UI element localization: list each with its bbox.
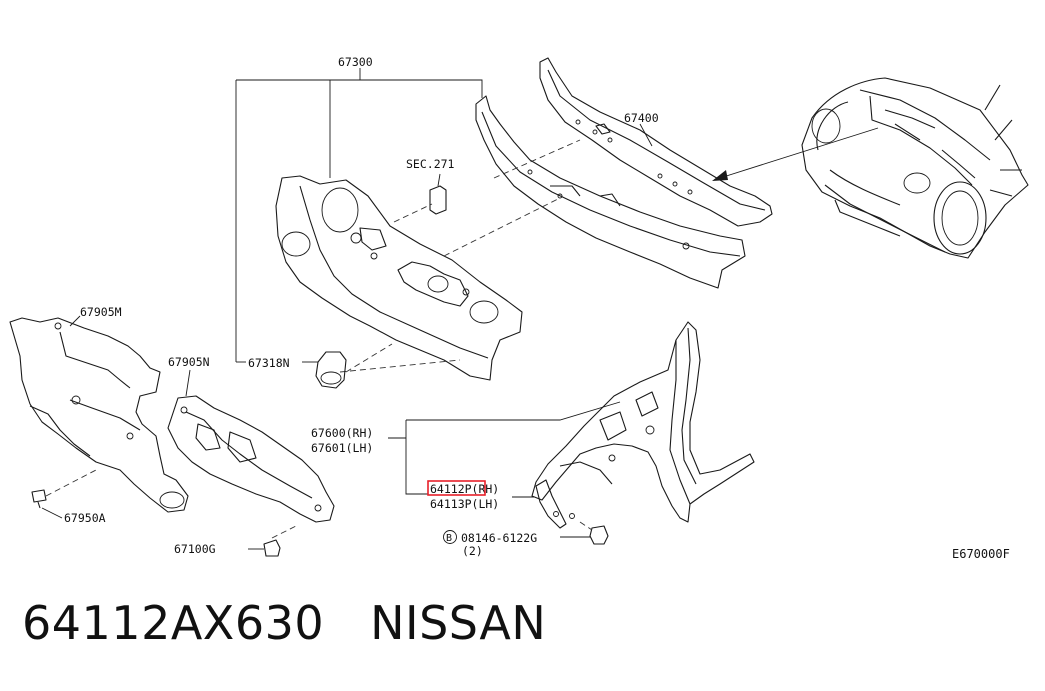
alignment-lines xyxy=(339,139,581,373)
dash-side-panel-67600 xyxy=(531,321,755,523)
label-67100g[interactable]: 67100G xyxy=(174,542,216,556)
bracket-64112p xyxy=(535,479,575,529)
highlight-box xyxy=(427,480,486,496)
label-08146[interactable]: 08146-6122G xyxy=(461,531,537,545)
insulator-67905n xyxy=(167,369,335,523)
reference-arrow xyxy=(712,127,879,181)
part-caption: 64112AX630 NISSAN xyxy=(22,596,546,650)
cowl-lower-panel xyxy=(475,95,746,289)
bolt-67100g xyxy=(248,525,297,557)
bolt-marker-letter: B xyxy=(446,533,452,544)
label-67400[interactable]: 67400 xyxy=(624,111,659,125)
leader-67400 xyxy=(639,123,653,147)
label-64113p[interactable]: 64113P(LH) xyxy=(430,497,499,511)
insulator-67905m xyxy=(9,315,189,513)
bolt-marker-circle xyxy=(443,530,457,544)
label-sec271[interactable]: SEC.271 xyxy=(406,157,455,171)
label-67905m[interactable]: 67905M xyxy=(80,305,122,319)
label-64112p[interactable]: 64112P(RH) xyxy=(430,482,499,496)
diagram-code: E670000F xyxy=(952,547,1010,561)
label-67600[interactable]: 67600(RH) xyxy=(311,426,373,440)
label-67950a[interactable]: 67950A xyxy=(64,511,106,525)
dash-panel-67300 xyxy=(275,175,523,381)
clip-67950a xyxy=(31,469,97,519)
label-67318n[interactable]: 67318N xyxy=(248,356,290,370)
label-67300[interactable]: 67300 xyxy=(338,55,373,69)
label-67601[interactable]: 67601(LH) xyxy=(311,441,373,455)
sec271-block xyxy=(429,173,447,215)
cowl-top-panel-67400 xyxy=(539,57,773,227)
brand-name: NISSAN xyxy=(370,596,547,650)
bolt-08146 xyxy=(560,521,609,545)
leader-67600 xyxy=(388,401,621,498)
label-bolt-qty: (2) xyxy=(462,544,483,558)
grommet-67318n xyxy=(302,351,347,389)
vehicle-thumbnail xyxy=(801,77,1029,259)
label-67905n[interactable]: 67905N xyxy=(168,355,210,369)
part-number: 64112AX630 xyxy=(22,596,325,650)
leader-67300 xyxy=(235,68,483,363)
